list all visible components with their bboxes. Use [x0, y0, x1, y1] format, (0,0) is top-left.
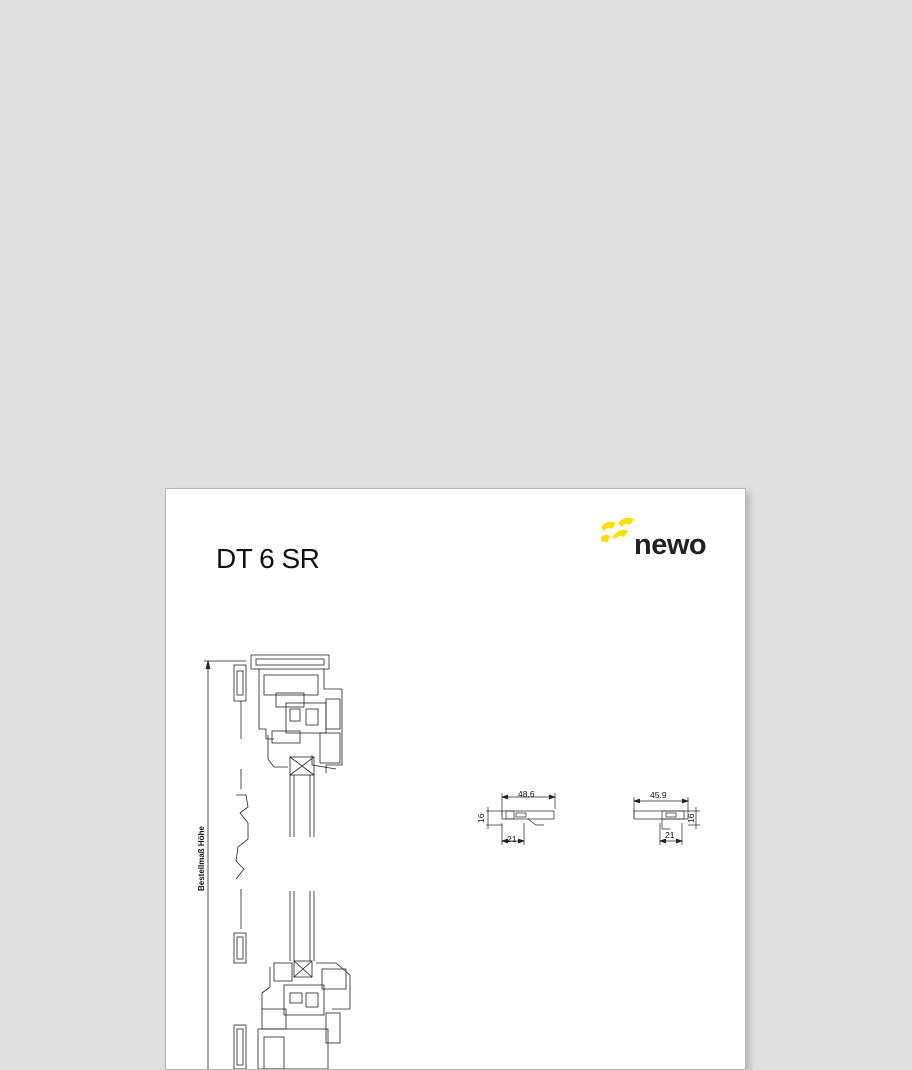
glazing-panel	[289, 756, 315, 978]
profile-a-width-label: 48.6	[518, 789, 535, 799]
newo-logo-mark-icon	[601, 517, 634, 543]
upper-frame-profile	[250, 654, 343, 773]
profile-b-detail	[632, 797, 700, 845]
lower-frame-profile	[257, 962, 351, 1069]
height-dimension-line	[204, 660, 246, 1069]
newo-logo: newo	[598, 515, 718, 563]
profile-b-sub-label: 21	[665, 830, 675, 840]
document-title: DT 6 SR	[216, 543, 320, 574]
left-profile-strip	[233, 664, 249, 1069]
newo-logo-text: newo	[634, 529, 707, 561]
profile-a-height-label: 16	[476, 813, 486, 823]
profile-b-height-label: 16	[686, 813, 696, 823]
profile-b-width-label: 45.9	[650, 790, 667, 800]
technical-drawing: Bestellmaß Höhe 48.6 16 21	[197, 654, 700, 1069]
profile-a-detail	[486, 793, 557, 845]
document-sheet: DT 6 SR newo	[165, 488, 746, 1070]
height-dimension-label: Bestellmaß Höhe	[197, 826, 206, 891]
profile-a-sub-label: 21	[507, 834, 517, 844]
